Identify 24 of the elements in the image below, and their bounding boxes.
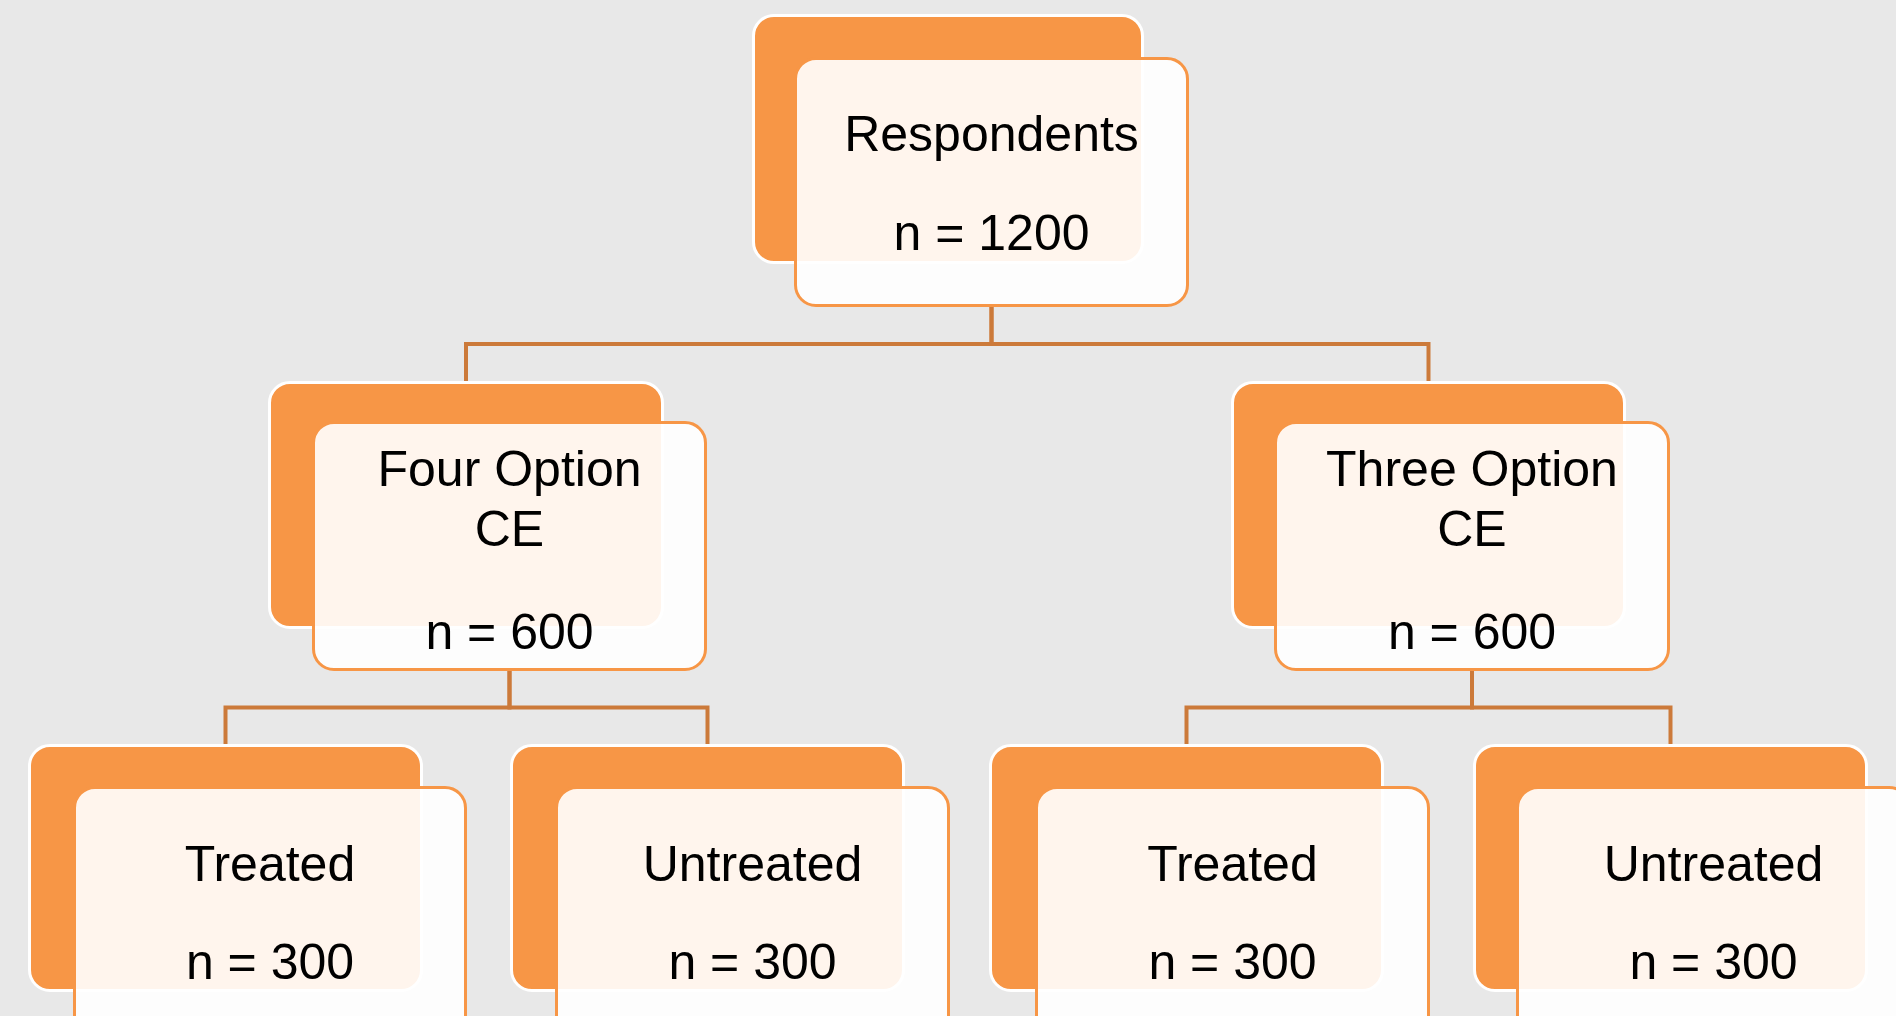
org-chart-box xyxy=(1231,381,1670,671)
count-label: n = 300 xyxy=(668,933,837,992)
org-chart-box xyxy=(28,744,467,1016)
box-heading: Treated xyxy=(184,835,356,894)
org-chart-box xyxy=(752,14,1189,307)
count-label: n = 300 xyxy=(1148,933,1317,992)
org-chart-box xyxy=(268,381,707,671)
box-heading: Treated xyxy=(1147,835,1318,894)
count-label: n = 600 xyxy=(1387,603,1557,662)
connector-line xyxy=(507,671,710,744)
connector-line xyxy=(989,307,1431,381)
box-heading: Four Option CE xyxy=(376,440,643,559)
count-label: n = 300 xyxy=(185,933,355,992)
box-heading: Three Option CE xyxy=(1325,440,1619,559)
box-heading: Untreated xyxy=(1603,835,1824,894)
org-chart-box xyxy=(510,744,950,1016)
box-heading: Respondents xyxy=(844,105,1139,164)
org-chart-box xyxy=(989,744,1430,1016)
org-chart-box xyxy=(1473,744,1896,1016)
count-label: n = 300 xyxy=(1629,933,1798,992)
count-label: n = 600 xyxy=(425,603,594,662)
count-label: n = 1200 xyxy=(893,204,1090,263)
box-heading: Untreated xyxy=(642,835,863,894)
connector-line xyxy=(1470,671,1673,744)
